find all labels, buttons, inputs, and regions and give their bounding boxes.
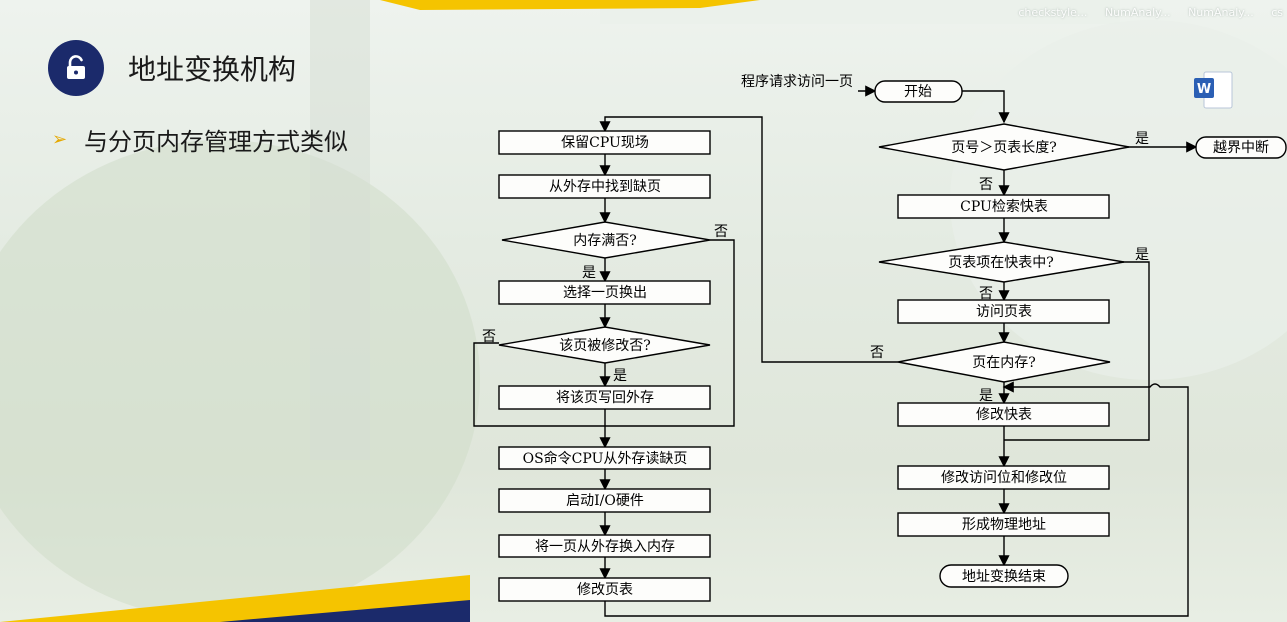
- yes-label: 是: [1135, 131, 1149, 147]
- desktop-icon-label[interactable]: checkstyle...: [1018, 6, 1088, 19]
- step-find-missing-page: [498, 174, 711, 199]
- step-select-page: [498, 280, 711, 305]
- find-missing-page-label: 从外存中找到缺页: [549, 179, 661, 195]
- step-write-back: [498, 385, 711, 410]
- modify-tlb-label: 修改快表: [976, 407, 1032, 423]
- page-in-memory-label: 页在内存?: [972, 355, 1036, 371]
- no-label: 否: [979, 286, 993, 302]
- step-swap-in: [498, 534, 711, 558]
- out-of-bounds-label: 越界中断: [1213, 140, 1269, 156]
- desktop-icon-label[interactable]: NumAnaly...: [1104, 6, 1171, 19]
- yes-label: 是: [613, 368, 627, 384]
- step-os-command: [498, 446, 711, 470]
- svg-text:W: W: [1197, 82, 1211, 97]
- os-command-label: OS命令CPU从外存读缺页: [523, 450, 688, 467]
- save-cpu-label: 保留CPU现场: [561, 135, 649, 151]
- decision-page-length: [878, 123, 1130, 171]
- page-length-label: 页号＞页表长度?: [951, 140, 1057, 156]
- no-label: 否: [482, 329, 496, 345]
- swap-in-label: 将一页从外存换入内存: [535, 538, 675, 555]
- end-node: [939, 564, 1069, 588]
- yes-label: 是: [582, 265, 596, 281]
- unlock-icon: [67, 55, 85, 79]
- desktop-icon-labels: checkstyle... NumAnaly... NumAnaly... cs: [1004, 6, 1283, 19]
- bullet-item: ➢ 与分页内存管理方式类似: [52, 122, 348, 157]
- yes-label: 是: [1135, 247, 1149, 263]
- bullet-text: 与分页内存管理方式类似: [84, 128, 348, 156]
- desktop-icon-label[interactable]: cs: [1271, 6, 1283, 19]
- step-modify-tlb: [897, 402, 1110, 427]
- word-doc-icon[interactable]: W: [1192, 70, 1238, 110]
- arrow-right-icon: ➢: [52, 129, 68, 150]
- step-save-cpu: [498, 130, 711, 155]
- request-label: 程序请求访问一页: [741, 74, 853, 90]
- modify-page-table-label: 修改页表: [577, 582, 633, 598]
- write-back-label: 将该页写回外存: [556, 390, 654, 406]
- step-start-io: [498, 488, 711, 513]
- entry-in-tlb-label: 页表项在快表中?: [948, 255, 1054, 271]
- desktop-icon-label[interactable]: NumAnaly...: [1188, 6, 1254, 19]
- start-node: [874, 80, 963, 103]
- cpu-search-tlb-label: CPU检索快表: [960, 198, 1048, 215]
- modify-bits-label: 修改访问位和修改位: [941, 470, 1067, 486]
- step-cpu-search-tlb: [897, 194, 1110, 219]
- yes-label: 是: [979, 388, 993, 404]
- page-modified-label: 该页被修改否?: [559, 338, 651, 354]
- no-label: 否: [979, 177, 993, 193]
- decision-entry-in-tlb: [878, 241, 1125, 283]
- step-modify-bits: [897, 465, 1110, 490]
- title-row: 地址变换机构: [48, 40, 296, 96]
- decision-memory-full: [501, 221, 711, 259]
- step-modify-page-table: [498, 577, 711, 602]
- no-label: 否: [870, 345, 884, 361]
- title-badge: [48, 40, 104, 96]
- start-label: 开始: [904, 84, 932, 100]
- no-label: 否: [714, 224, 728, 240]
- end-label: 地址变换结束: [962, 568, 1046, 585]
- form-physical-address-label: 形成物理地址: [962, 517, 1046, 533]
- memory-full-label: 内存满否?: [573, 233, 637, 249]
- access-page-table-label: 访问页表: [976, 304, 1032, 320]
- start-io-label: 启动I/O硬件: [566, 493, 644, 509]
- out-of-bounds-node: [1195, 136, 1287, 159]
- decision-page-in-memory: [897, 341, 1111, 383]
- select-page-label: 选择一页换出: [563, 284, 647, 301]
- decision-page-modified: [498, 326, 711, 364]
- page-title: 地址变换机构: [128, 53, 297, 86]
- step-form-physical-address: [897, 512, 1110, 537]
- step-access-page-table: [897, 299, 1110, 324]
